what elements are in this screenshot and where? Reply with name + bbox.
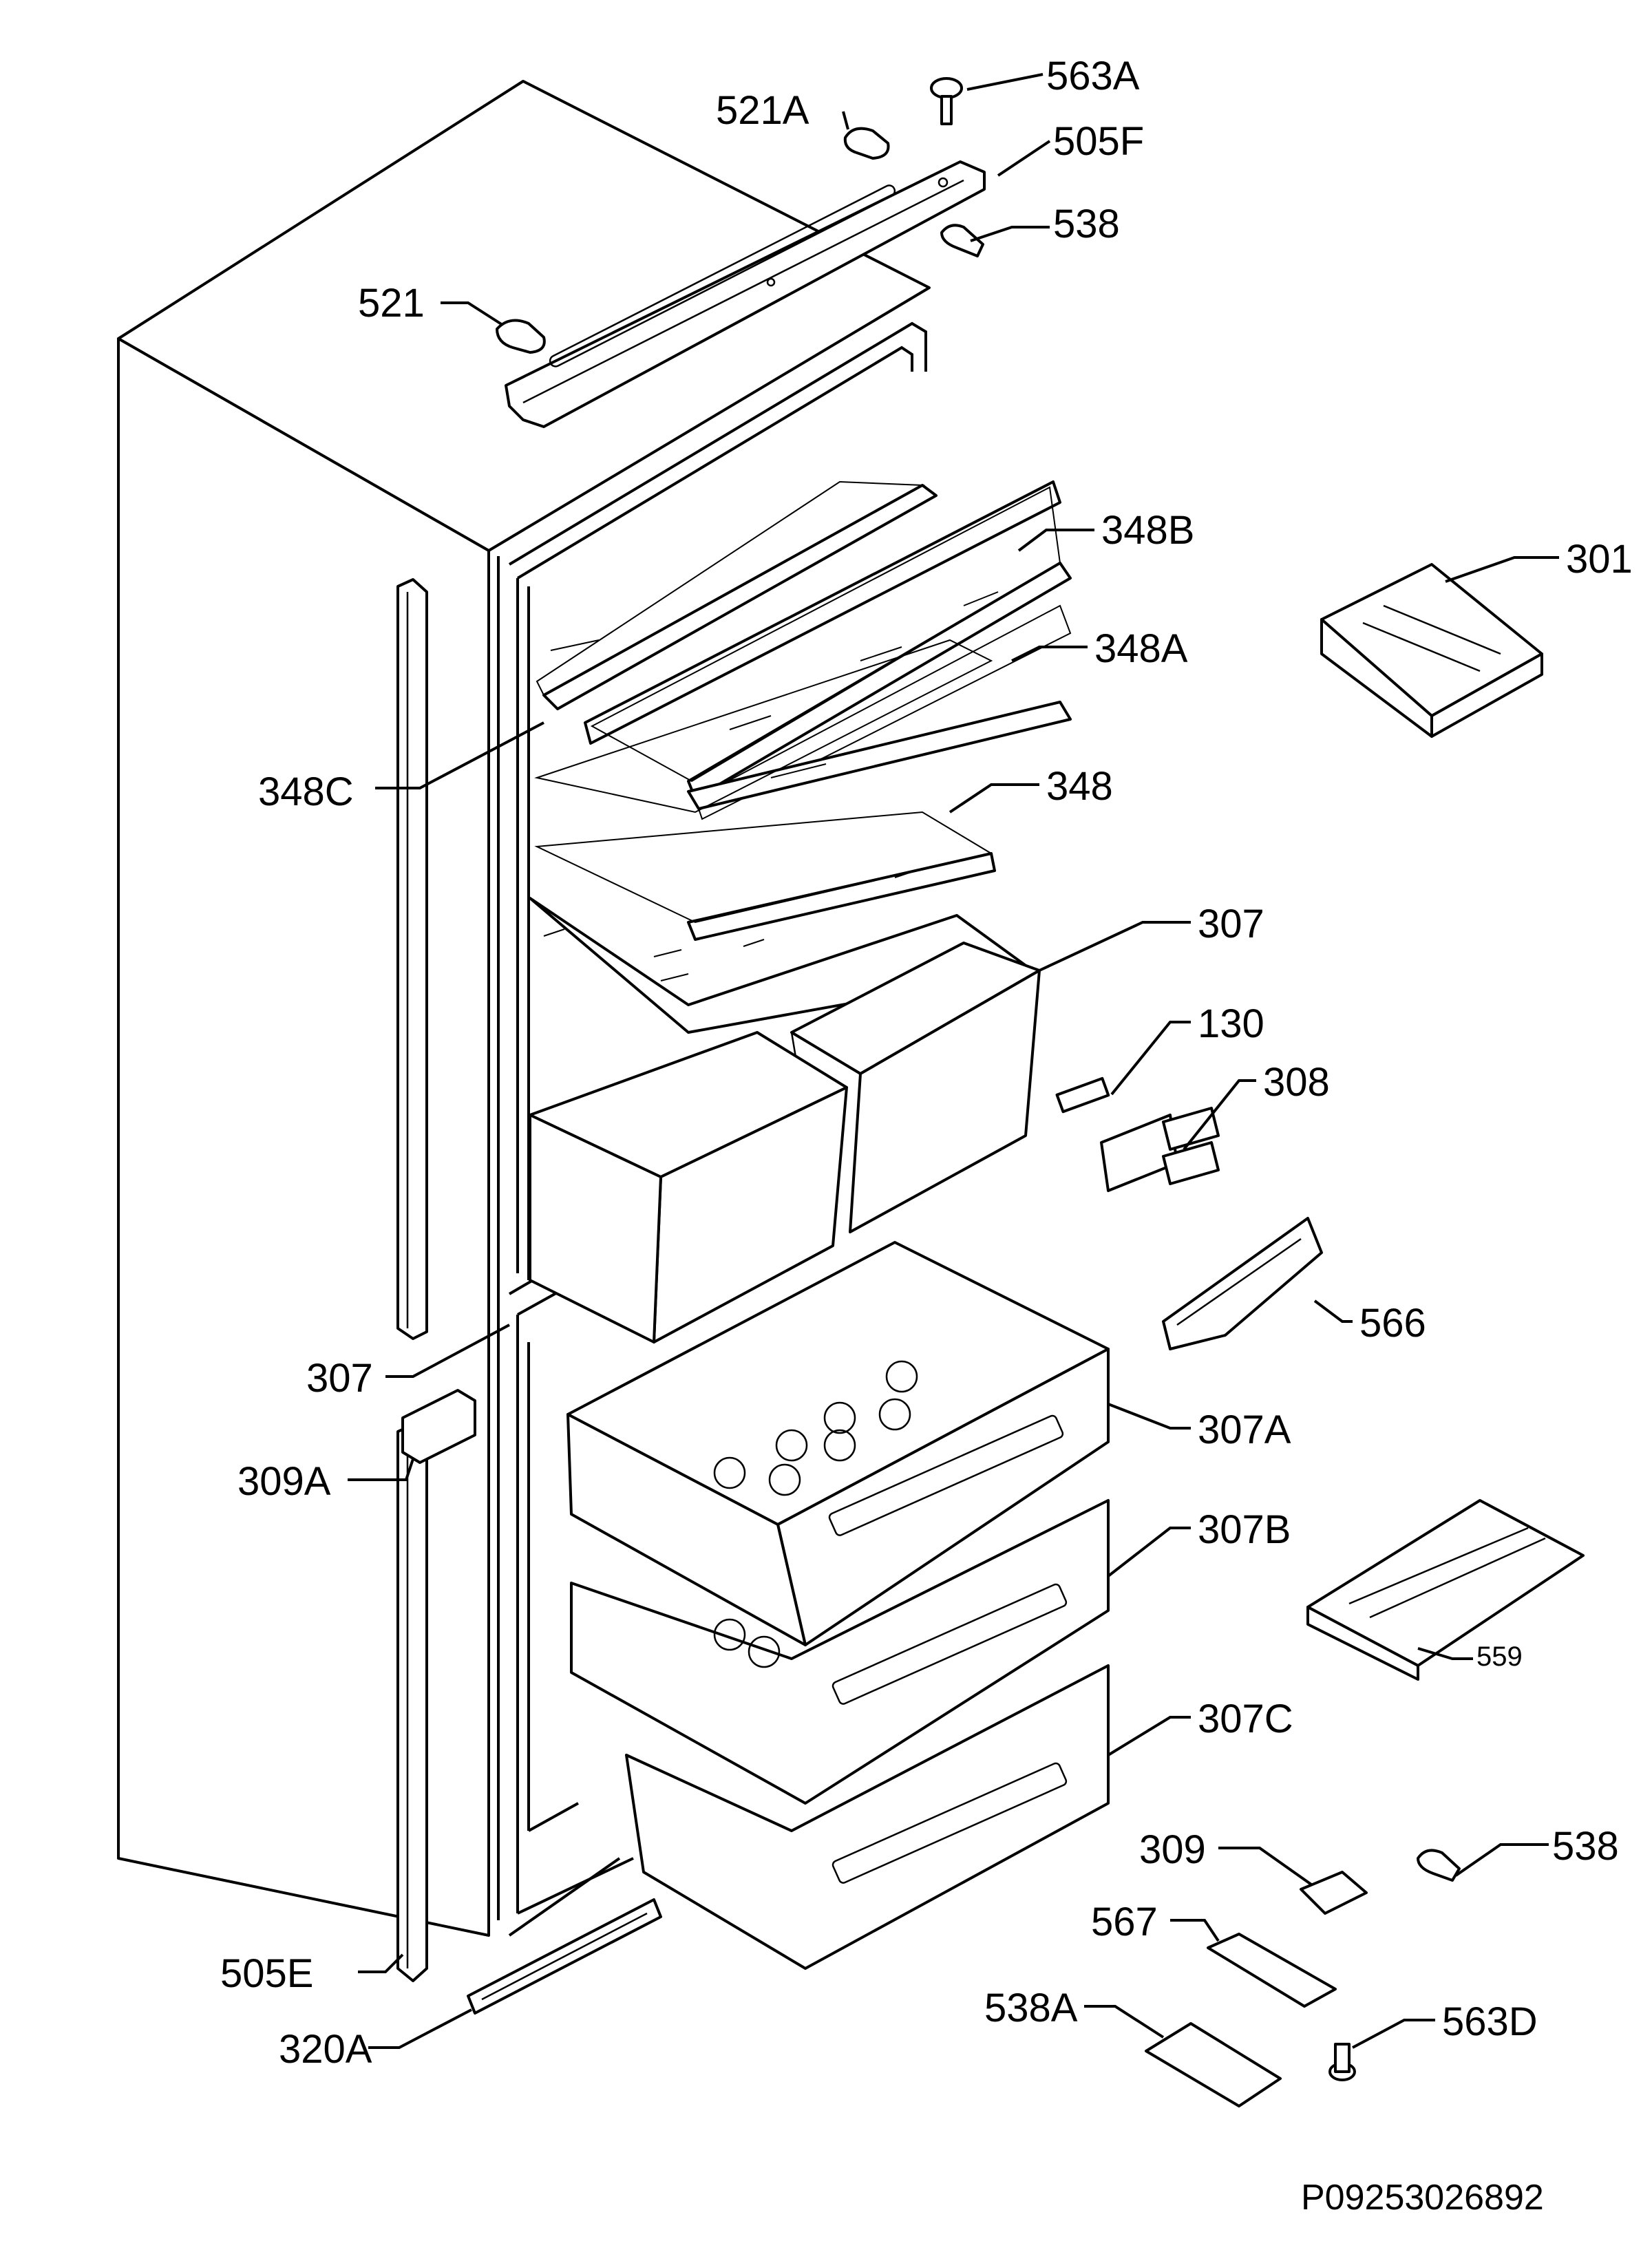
drip-tray-559 — [1306, 1499, 1585, 1681]
label-505e: 505E — [220, 1951, 313, 1996]
screw-563d — [1328, 2043, 1356, 2081]
label-567: 567 — [1091, 1900, 1158, 1944]
label-348a: 348A — [1094, 626, 1188, 671]
diagram-code: P09253026892 — [1301, 2178, 1544, 2218]
ice-cube-tray-301 — [1320, 563, 1543, 738]
label-307b: 307B — [1198, 1507, 1291, 1552]
refrigerator-cabinet — [117, 80, 931, 1937]
label-538a: 538A — [984, 1986, 1078, 2030]
label-307a: 307A — [1198, 1408, 1291, 1452]
label-563a: 563A — [1046, 54, 1140, 98]
label-309: 309 — [1139, 1827, 1206, 1872]
hinge-plate-538a — [1145, 2022, 1282, 2107]
hinge-cap-521a — [843, 127, 890, 160]
label-309a: 309A — [237, 1459, 331, 1504]
label-559: 559 — [1476, 1642, 1523, 1672]
bracket-130 — [1055, 1076, 1110, 1114]
hinge-cap-521 — [496, 319, 546, 354]
label-308: 308 — [1263, 1060, 1330, 1105]
label-563d: 563D — [1442, 1999, 1538, 2044]
label-538-bottom: 538 — [1552, 1824, 1619, 1869]
label-307c: 307C — [1198, 1697, 1293, 1741]
hinge-pin-538-top — [940, 224, 984, 257]
glass-shelf-348b — [584, 480, 1072, 800]
glass-shelf-bottom — [529, 897, 1034, 1034]
leader-lines — [348, 73, 1559, 2049]
label-320a: 320A — [279, 2027, 372, 2072]
label-348b: 348B — [1101, 508, 1194, 553]
crisper-bin-307-right — [790, 942, 1041, 1233]
door-handle-566 — [1162, 1217, 1323, 1350]
glass-shelf-348c — [536, 480, 938, 710]
crisper-bin-307-left — [529, 1031, 848, 1343]
hinge-bracket-308 — [1100, 1107, 1220, 1192]
hinge-plate-567 — [1207, 1933, 1337, 2008]
freezer-drawer-307a — [566, 1241, 1110, 1646]
freezer-drawer-307b — [570, 1499, 1110, 1805]
glass-shelf-348 — [534, 639, 996, 947]
bracket-309 — [1300, 1871, 1368, 1915]
screw-563a — [930, 77, 963, 125]
label-130: 130 — [1198, 1001, 1264, 1046]
label-521: 521 — [358, 281, 425, 326]
label-301: 301 — [1566, 537, 1633, 582]
label-307-left: 307 — [306, 1356, 373, 1401]
top-hinge-rail — [505, 160, 986, 428]
callout-labels: 563A 521A 505F 538 521 348B 301 348A 348… — [220, 54, 1633, 2072]
label-505f: 505F — [1053, 119, 1144, 164]
label-566: 566 — [1359, 1301, 1426, 1346]
glass-shelf-348a — [687, 604, 1072, 820]
door-seal-strip — [396, 578, 428, 1982]
label-521a: 521A — [716, 88, 809, 133]
label-348c: 348C — [258, 769, 354, 814]
label-348: 348 — [1046, 764, 1113, 809]
door-bracket-309a — [401, 1389, 476, 1464]
toe-grille-320a — [467, 1898, 662, 2015]
hinge-pin-538-bottom — [1417, 1849, 1461, 1882]
freezer-drawer-307c — [625, 1664, 1110, 1970]
label-307-top: 307 — [1198, 902, 1264, 946]
label-538-top: 538 — [1053, 202, 1120, 246]
